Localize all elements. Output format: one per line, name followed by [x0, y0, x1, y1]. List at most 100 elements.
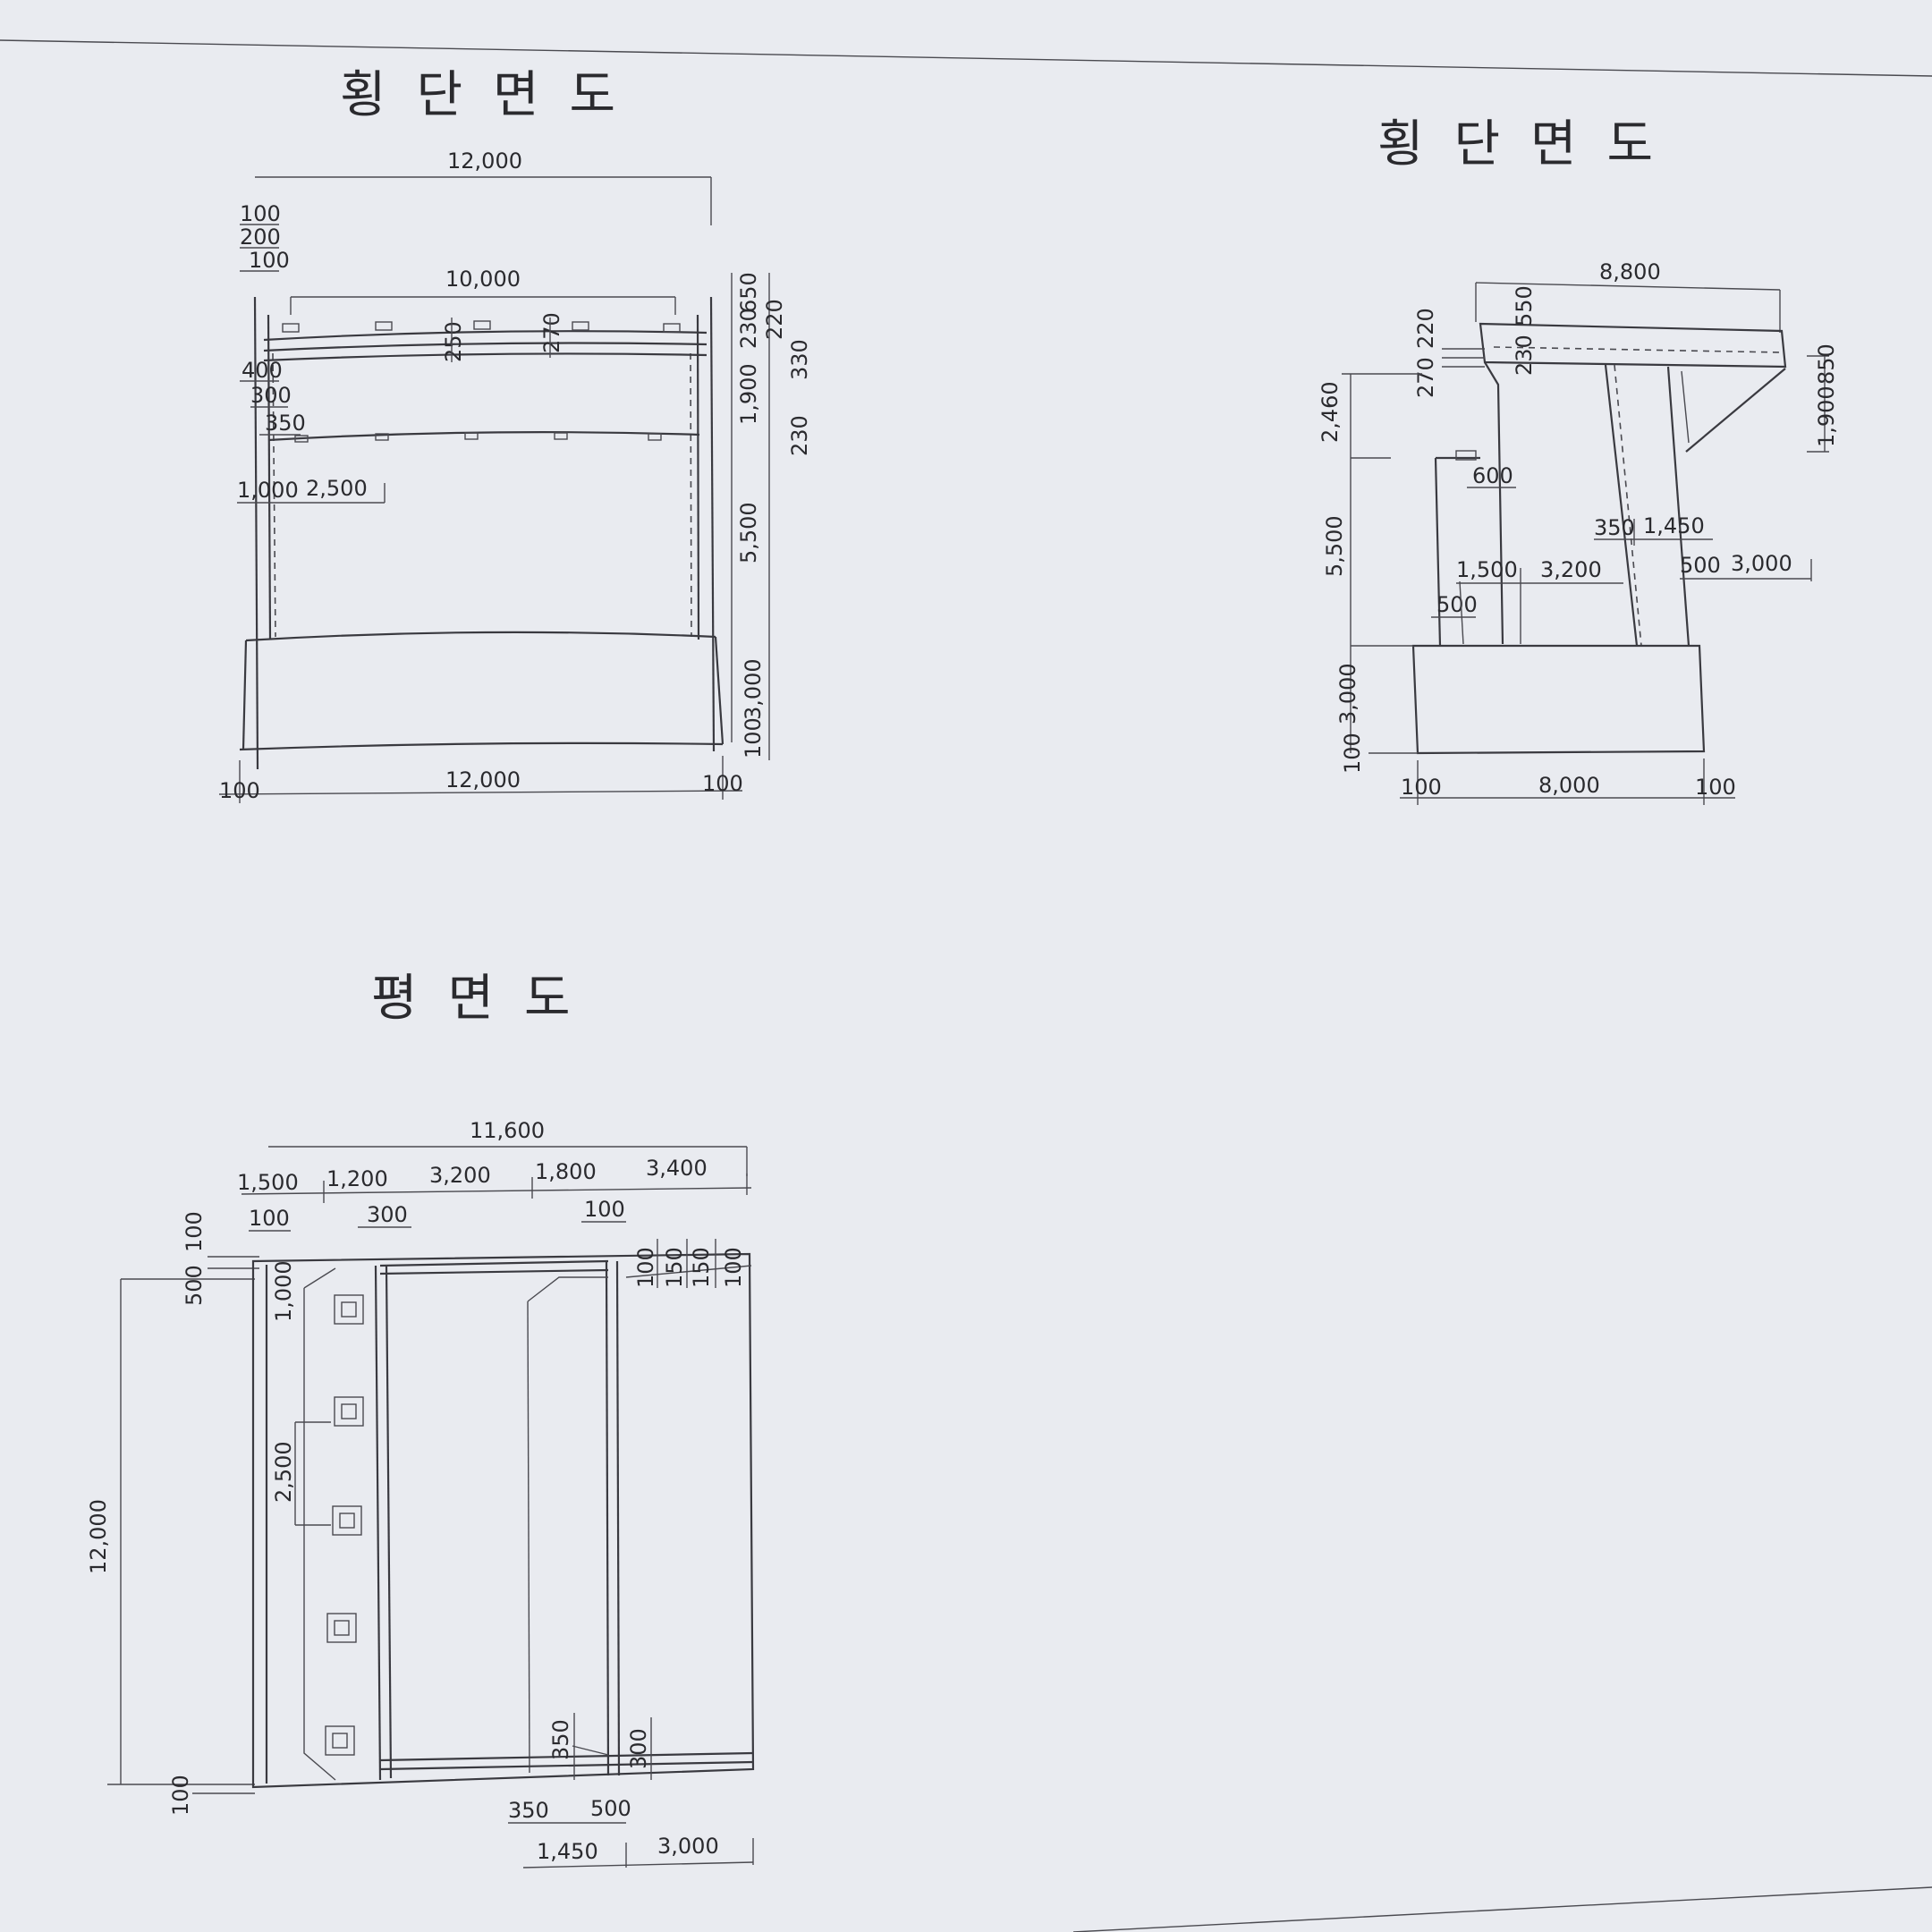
lower-bearing-1 — [294, 435, 309, 443]
dim-left-2500: 2,500 — [271, 1441, 296, 1503]
right-cross-section: 횡단면도 8,800 220 270 2,460 5,500 3,000 — [1318, 115, 1839, 805]
left-cross-section: 횡단면도 12,000 100 200 100 10,000 — [218, 66, 812, 803]
dim-500b: 500 — [1436, 592, 1478, 617]
dim-right-650: 650 — [736, 272, 761, 313]
plan-outline — [251, 1252, 755, 1789]
dim-left-1000: 1,000 — [271, 1260, 296, 1322]
plan-corner-top — [303, 1267, 336, 1289]
plan-chamfer-top — [527, 1276, 608, 1302]
dim-top-width: 12,000 — [447, 148, 522, 174]
dim-total-11600: 11,600 — [470, 1118, 545, 1143]
deck-dashed-line — [1493, 346, 1781, 353]
bracket-inner — [1681, 370, 1690, 444]
dim-1450: 1,450 — [1643, 513, 1705, 538]
bearing-1 — [282, 323, 300, 333]
dim-left-100: 100 — [1340, 733, 1365, 774]
deck-mid — [263, 342, 708, 352]
dim-left-2500: 2,500 — [306, 476, 368, 501]
dim-seg-1200: 1,200 — [326, 1166, 388, 1191]
dim-3200: 3,200 — [1540, 557, 1602, 582]
dim-350: 350 — [1594, 515, 1635, 540]
dim-right-3000: 3,000 — [741, 658, 766, 720]
dim-top-300: 300 — [367, 1202, 408, 1227]
dim-left-350: 350 — [265, 411, 306, 436]
dim-bottom-100a: 100 — [1401, 775, 1442, 800]
dim-bottom-100b: 100 — [1695, 775, 1736, 800]
dim-right-100b: 100 — [721, 1247, 746, 1288]
pile-4 — [326, 1613, 357, 1643]
dim-right-230a: 230 — [736, 308, 761, 349]
lower-wall-left — [1434, 457, 1442, 647]
column-dashed — [1614, 364, 1642, 647]
footing — [1411, 644, 1706, 755]
footing-bottom — [239, 741, 724, 751]
dim-line-segments — [241, 1187, 752, 1195]
dim-right-220: 220 — [762, 299, 787, 340]
lower-bearing-3 — [464, 432, 479, 440]
dim-bottom-350: 350 — [508, 1798, 549, 1823]
column-right-edge — [1666, 366, 1690, 647]
dim-right-100a: 100 — [633, 1247, 658, 1288]
bearing-pad — [1455, 450, 1477, 461]
left-section-title: 횡단면도 — [340, 66, 646, 124]
lower-bearing-5 — [648, 433, 662, 441]
column-middle-edge — [1604, 364, 1639, 647]
sheet-top-edge — [0, 39, 1932, 77]
plan-bottom-inner-2 — [379, 1760, 754, 1771]
dim-left-100-bottom: 100 — [168, 1775, 193, 1816]
dim-right-100: 100 — [741, 717, 766, 758]
bracket-diagonal — [1685, 368, 1786, 453]
dim-left-stack-1: 100 — [240, 201, 281, 226]
dim-left-12000: 12,000 — [86, 1499, 111, 1574]
footing-top — [245, 631, 716, 642]
dim-top-100b: 100 — [584, 1197, 625, 1222]
plan-right-wall-2 — [615, 1260, 621, 1776]
dim-left-500: 500 — [182, 1265, 207, 1306]
dim-left-1000: 1,000 — [237, 478, 299, 503]
plan-footing-edge — [303, 1288, 336, 1781]
dim-right-850: 850 — [1814, 343, 1839, 385]
dim-600: 600 — [1472, 463, 1513, 488]
dim-left-stack-2: 200 — [240, 225, 281, 250]
plan-top-inner-2 — [379, 1268, 609, 1275]
deck-bottom — [263, 352, 708, 362]
dim-deck-250: 250 — [441, 321, 466, 362]
dim-bottom-left-100: 100 — [219, 778, 260, 803]
right-outer-wall — [709, 296, 716, 752]
footing-right — [714, 636, 724, 745]
bearing-3 — [473, 320, 491, 330]
left-inner-wall — [267, 314, 272, 640]
dim-1500: 1,500 — [1456, 557, 1518, 582]
bearing-2 — [375, 321, 393, 331]
pile-4-inner — [334, 1620, 350, 1636]
dim-bottom-3000: 3,000 — [657, 1834, 719, 1859]
dim-500a: 500 — [1680, 553, 1721, 578]
dim-seg-3200: 3,200 — [429, 1163, 491, 1188]
dim-inner-width: 10,000 — [445, 267, 521, 292]
dim-deck-550: 550 — [1512, 285, 1537, 326]
dim-left-270: 270 — [1413, 357, 1438, 398]
dim-left-220: 220 — [1413, 308, 1438, 349]
dim-bottom-width: 12,000 — [445, 767, 521, 792]
dim-inner-300: 300 — [626, 1728, 651, 1769]
dim-left-400: 400 — [242, 358, 283, 383]
dim-bottom-1450: 1,450 — [537, 1839, 598, 1864]
girder-bottom — [267, 430, 700, 442]
right-inner-wall — [696, 314, 700, 640]
dim-bottom-8000: 8,000 — [1538, 773, 1600, 798]
dim-deck-270: 270 — [539, 312, 564, 353]
lower-bearing-2 — [375, 433, 389, 441]
right-section-title: 횡단면도 — [1377, 115, 1683, 174]
dim-right-1900: 1,900 — [1814, 386, 1839, 447]
plan-wall-line-1 — [374, 1265, 382, 1781]
dim-deck-230: 230 — [1512, 335, 1537, 376]
plan-top-inner-1 — [379, 1259, 609, 1267]
dim-bottom-500: 500 — [590, 1796, 631, 1821]
pile-5 — [325, 1725, 355, 1756]
dim-right-230b: 230 — [787, 415, 812, 456]
dim-bottom-right-100: 100 — [702, 771, 743, 796]
dim-seg-1800: 1,800 — [535, 1159, 597, 1184]
dim-3000: 3,000 — [1731, 551, 1792, 576]
dim-line-bottom — [218, 790, 743, 795]
